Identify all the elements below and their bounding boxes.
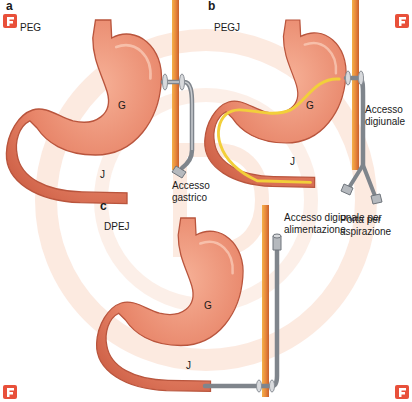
stomach: [97, 218, 244, 391]
callout-label: Accesso digiunale: [365, 104, 409, 127]
panel-letter: a: [6, 0, 20, 14]
organ-label: G: [118, 100, 132, 112]
organ-label: J: [186, 360, 200, 372]
corner-icon: [3, 14, 409, 399]
organ-label: G: [306, 100, 320, 112]
gastrostomy-tube: [163, 74, 193, 178]
jejunostomy-tube: [205, 234, 281, 392]
panel-letter: c: [100, 200, 114, 214]
panel-letter: b: [208, 0, 222, 14]
callout-label: Accesso digiunale per alimentazione: [284, 212, 398, 235]
panel-title: PEG: [20, 22, 60, 34]
organ-label: J: [100, 169, 114, 181]
gastrojejunostomy-tube: [341, 71, 382, 204]
stomach: [205, 20, 346, 187]
organ-label: G: [204, 300, 218, 312]
jejunal-extension: [218, 79, 339, 182]
stomach: [6, 20, 161, 204]
panel-title: PEGJ: [214, 22, 254, 34]
callout-label: Accesso gastrico: [172, 180, 220, 203]
panel-title: DPEJ: [104, 221, 144, 233]
organ-label: J: [290, 156, 304, 168]
